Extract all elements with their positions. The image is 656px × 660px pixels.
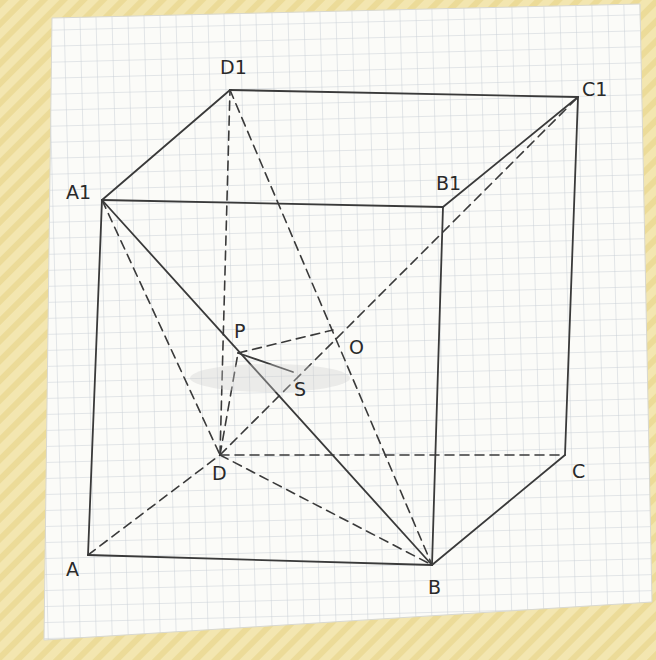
point-label: S [294,380,306,399]
point-label: D [212,464,227,483]
point-label: C1 [582,80,607,99]
point-label: C [572,462,585,481]
point-label: A1 [66,183,91,202]
point-label: B1 [436,174,461,193]
point-label: B [428,578,441,597]
point-label: A [66,560,79,579]
point-label: O [349,338,364,357]
point-label: P [234,322,245,341]
point-label: D1 [220,58,247,77]
